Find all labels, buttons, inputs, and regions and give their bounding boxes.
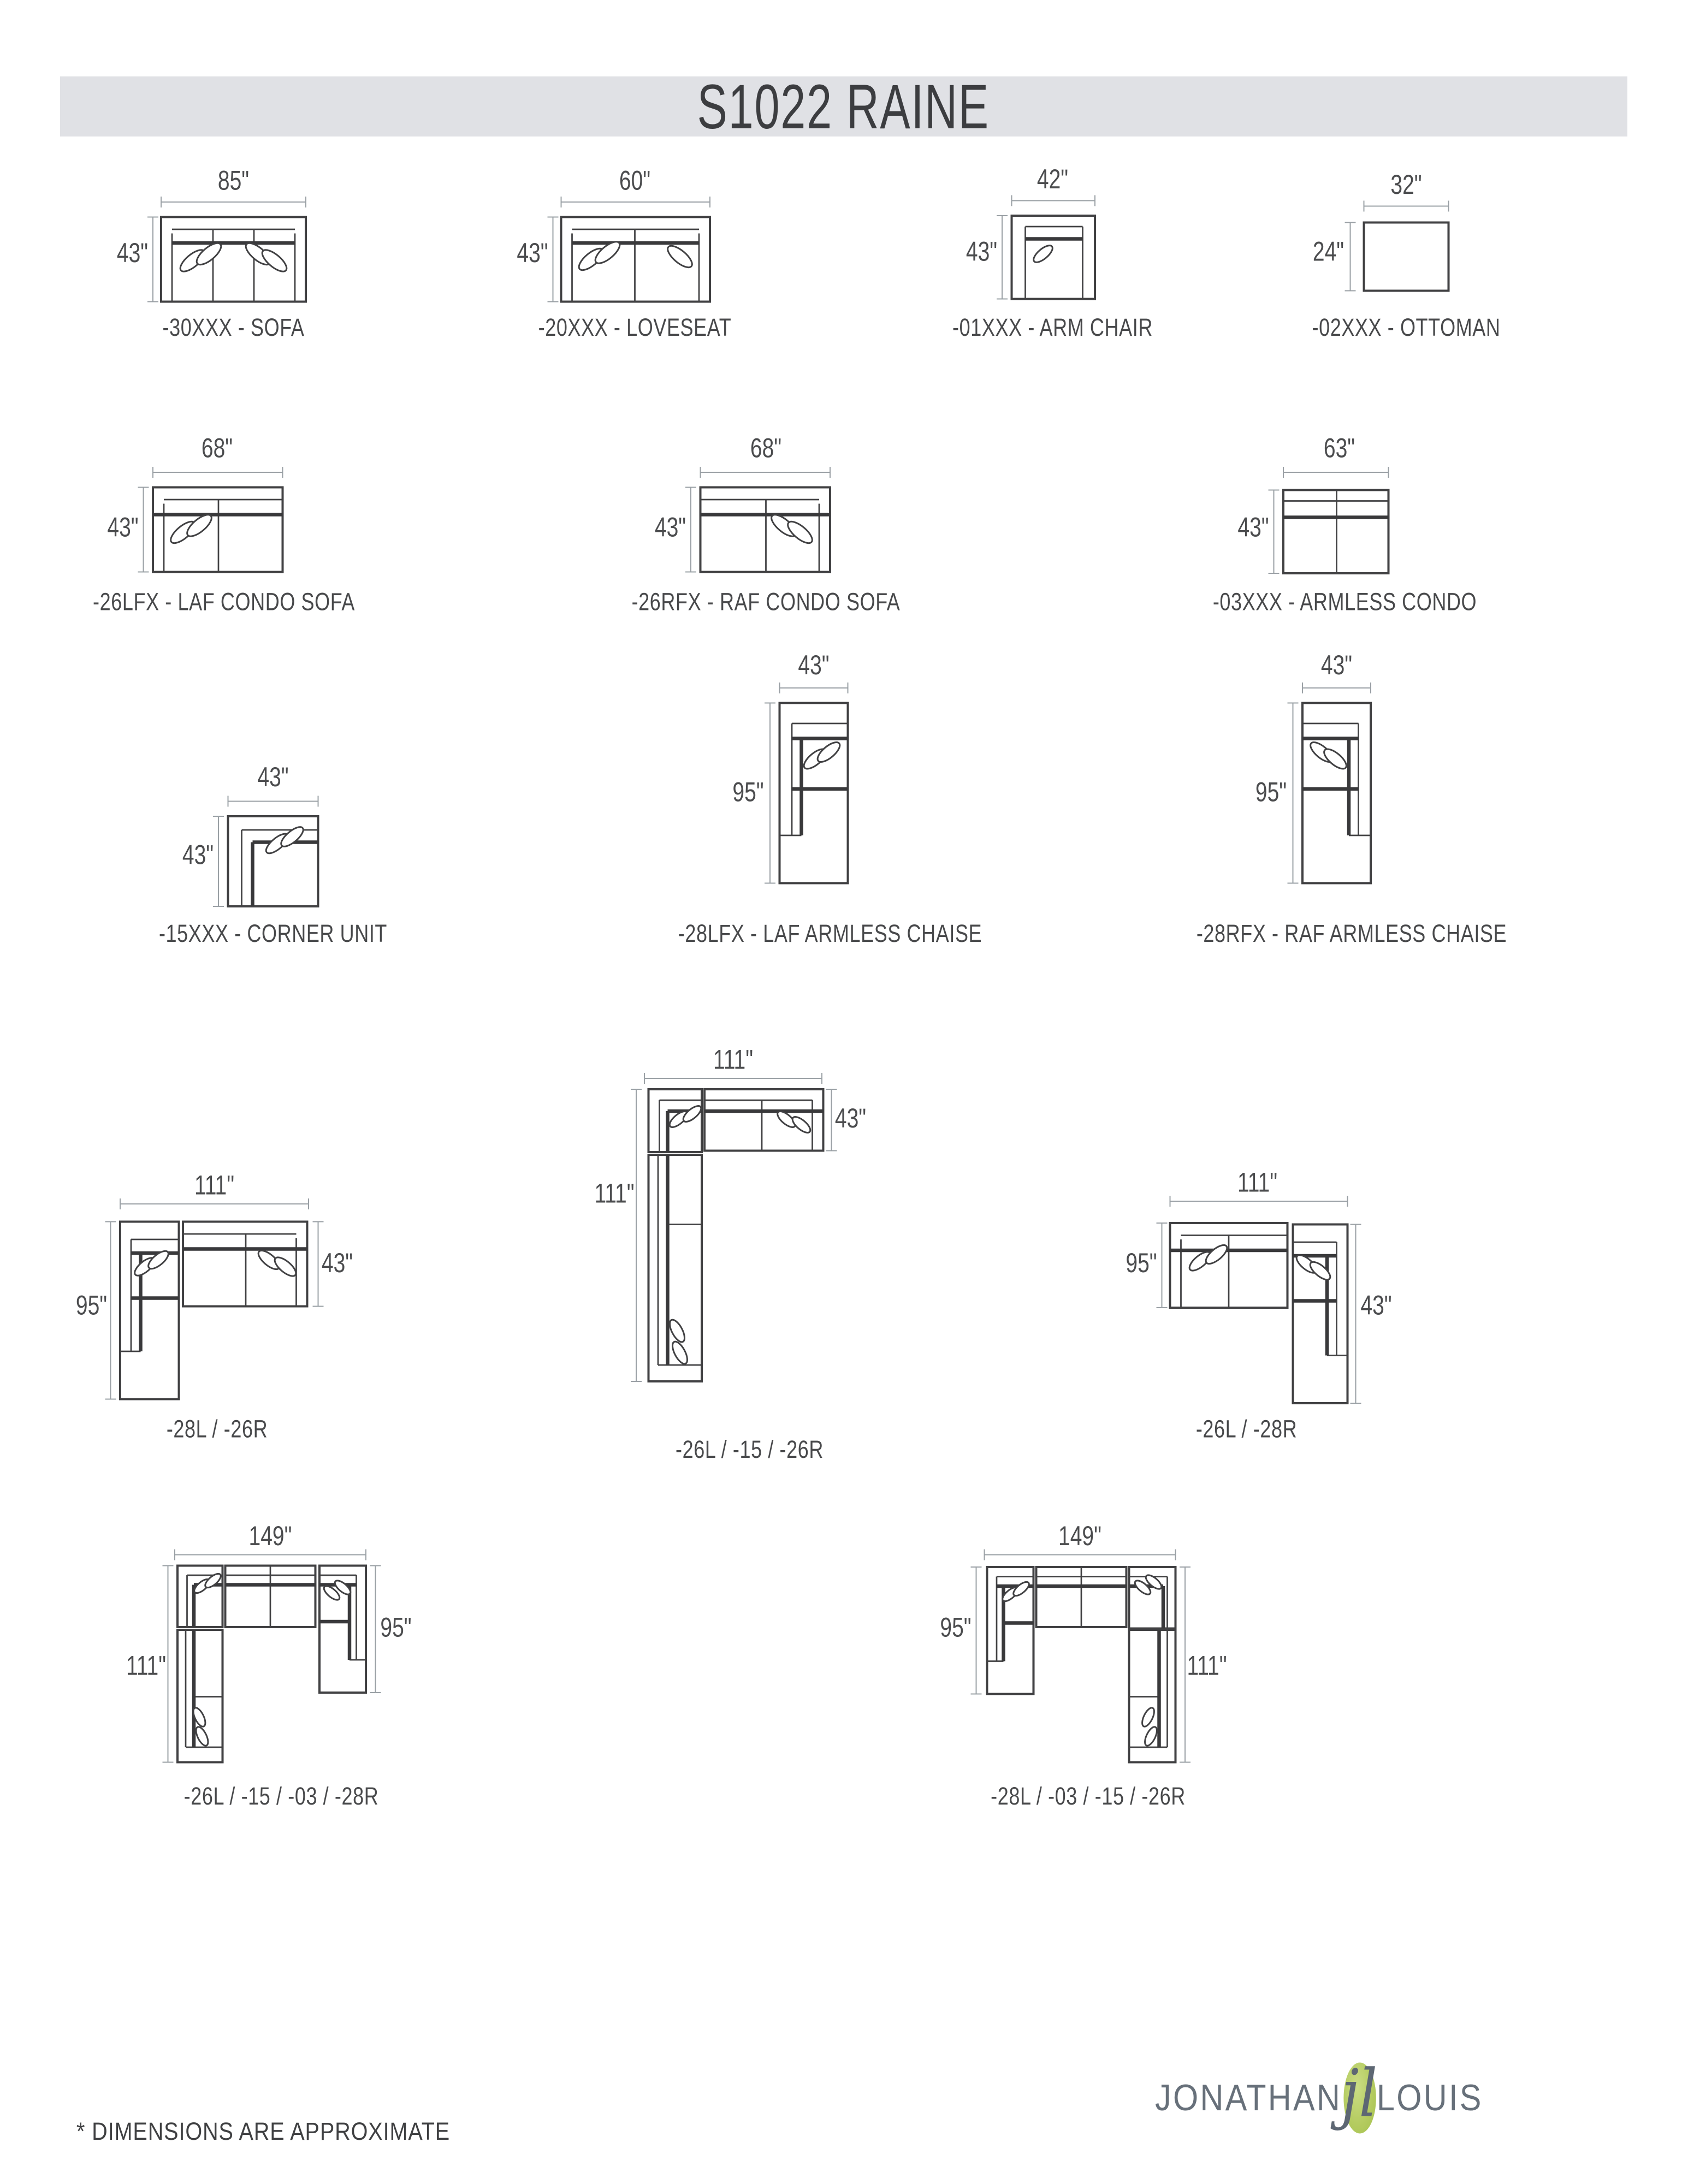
dim-width-laf-condo: 68" [201,434,233,464]
caption-laf-chaise: -28LFX - LAF ARMLESS CHAISE [678,920,982,947]
diagram-raf-condo-sofa [685,467,831,573]
dim-right-sectional-1: 43" [321,1249,353,1279]
dim-width-ottoman: 32" [1390,170,1422,201]
dim-depth-raf-condo: 43" [654,513,686,543]
caption-raf-condo: -26RFX - RAF CONDO SOFA [631,588,901,616]
dim-top-sectional-3: 111" [1237,1168,1278,1198]
diagram-loveseat [547,197,711,303]
dim-depth-armless-condo: 43" [1237,513,1269,543]
diagram-sectional-28L-03-15-26R [970,1549,1191,1764]
diagram-sectional-26L-15-26R [631,1073,837,1382]
dim-depth-sofa: 43" [116,239,149,269]
jonathan-louis-logo: JONATHAN jl LOUIS [1155,2056,1483,2134]
dim-depth-corner-unit: 43" [182,841,214,871]
caption-raf-chaise: -28RFX - RAF ARMLESS CHAISE [1196,920,1507,947]
dim-right-sectional-3: 43" [1360,1291,1392,1321]
diagram-sectional-28L-26R [105,1198,324,1400]
dim-depth-laf-chaise: 95" [732,778,764,808]
dim-left-sectional-2: 111" [594,1179,635,1209]
caption-corner-unit: -15XXX - CORNER UNIT [158,920,388,947]
dim-depth-arm-chair: 43" [966,238,998,268]
dim-top-sectional-4: 149" [248,1522,292,1552]
dim-top-sectional-1: 111" [194,1171,235,1201]
dim-width-arm-chair: 42" [1037,165,1069,195]
dim-left-sectional-3: 95" [1126,1249,1157,1279]
dim-width-corner-unit: 43" [257,763,289,793]
logo-word-jonathan: JONATHAN [1155,2076,1342,2118]
dim-width-armless-condo: 63" [1323,434,1355,464]
caption-sectional-4: -26L / -15 / -03 / -28R [183,1783,379,1810]
diagram-raf-armless-chaise [1287,682,1372,885]
logo-green-blob-icon: jl [1341,2056,1378,2134]
logo-jl-monogram: jl [1341,2056,1378,2133]
dim-right-sectional-5: 111" [1187,1652,1227,1682]
diagram-corner-unit [213,796,319,907]
dim-depth-laf-condo: 43" [107,513,139,543]
dim-depth-loveseat: 43" [517,239,548,269]
dim-right-sectional-4: 95" [380,1613,412,1643]
dim-top-sectional-2: 111" [713,1046,754,1076]
dim-width-laf-chaise: 43" [798,651,830,681]
caption-arm-chair: -01XXX - ARM CHAIR [952,314,1153,341]
dim-top-sectional-5: 149" [1058,1522,1101,1552]
dim-depth-raf-chaise: 95" [1255,778,1287,808]
diagram-arm-chair [997,195,1096,300]
dim-width-raf-condo: 68" [750,434,782,464]
diagram-laf-armless-chaise [765,682,849,885]
caption-ottoman: -02XXX - OTTOMAN [1312,314,1501,341]
caption-laf-condo: -26LFX - LAF CONDO SOFA [93,588,355,616]
diagram-sectional-26L-15-03-28R [162,1549,381,1764]
diagram-laf-condo-sofa [138,467,284,573]
caption-armless-condo: -03XXX - ARMLESS CONDO [1212,588,1477,616]
diagram-sofa [147,197,307,303]
dim-width-sofa: 85" [217,167,250,197]
caption-loveseat: -20XXX - LOVESEAT [538,314,732,341]
diagram-sectional-26L-28R [1156,1196,1361,1404]
dim-width-loveseat: 60" [619,167,651,197]
diagram-armless-condo [1268,467,1390,574]
dim-left-sectional-5: 95" [940,1613,972,1643]
dim-width-raf-chaise: 43" [1320,651,1353,681]
dim-left-sectional-1: 95" [75,1291,108,1321]
title-banner: S1022 RAINE [60,71,1627,142]
caption-sectional-3: -26L / -28R [1195,1415,1298,1443]
caption-sofa: -30XXX - SOFA [162,314,305,341]
dim-left-sectional-4: 111" [126,1652,167,1682]
dim-right-sectional-2: 43" [834,1104,867,1135]
diagram-ottoman [1345,200,1450,292]
dimensions-disclaimer: * DIMENSIONS ARE APPROXIMATE [76,2117,451,2145]
logo-word-louis: LOUIS [1376,2076,1483,2118]
caption-sectional-1: -28L / -26R [166,1415,268,1443]
page-title: S1022 RAINE [697,71,990,142]
dim-depth-ottoman: 24" [1312,238,1345,268]
caption-sectional-2: -26L / -15 / -26R [676,1436,824,1463]
caption-sectional-5: -28L / -03 / -15 / -26R [991,1783,1186,1810]
